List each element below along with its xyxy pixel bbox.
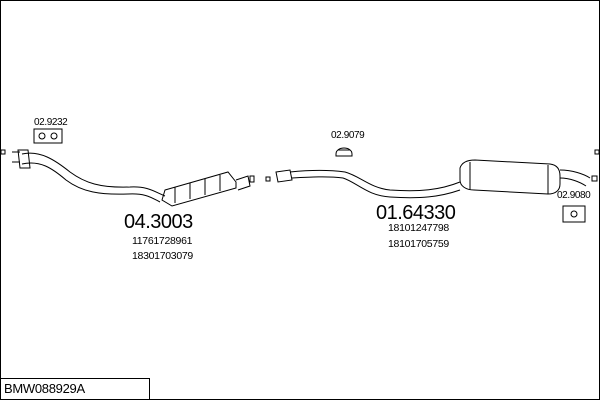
hanger-label: 02.9080: [557, 190, 591, 201]
rear-pipe-with-muffler: [265, 159, 598, 199]
clamp-label: 02.9079: [331, 130, 365, 141]
reference-code: BMW088929A: [4, 381, 85, 396]
connector-marker: [265, 176, 271, 182]
connector-marker: [594, 149, 600, 155]
left-oe-number-2: 18301703079: [132, 250, 193, 262]
clamp-icon: [335, 147, 353, 157]
left-part-number: 04.3003: [124, 211, 193, 233]
right-oe-number-1: 18101247798: [388, 222, 449, 234]
reference-box: BMW088929A: [0, 378, 150, 399]
right-part-number: 01.64330: [376, 202, 456, 224]
gasket-icon: [33, 128, 63, 144]
front-pipe-with-catalyst: [12, 149, 255, 207]
connector-marker: [591, 175, 598, 182]
left-oe-number-1: 11761728961: [132, 235, 193, 247]
connector-marker: [0, 149, 6, 155]
gasket-label: 02.9232: [34, 117, 68, 128]
right-oe-number-2: 18101705759: [388, 238, 449, 250]
rubber-hanger-icon: [562, 205, 586, 223]
